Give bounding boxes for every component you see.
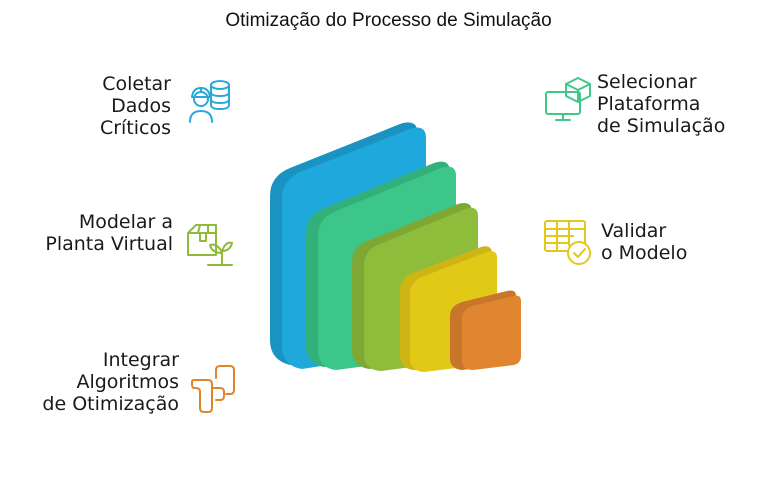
layer-orange-front — [462, 295, 521, 370]
step-label-integrate-algorithms: Integrar Algoritmos de Otimização — [42, 349, 179, 415]
diagram-title: Otimização do Processo de Simulação — [225, 10, 552, 31]
engineer-database-icon — [189, 80, 230, 123]
table-check-icon — [544, 220, 591, 265]
step-label-select-platform: Selecionar Plataforma de Simulação — [597, 71, 726, 137]
algorithm-flow-icon — [191, 365, 235, 413]
step-label-collect-data: Coletar Dados Críticos — [99, 73, 171, 139]
box-plant-icon — [187, 224, 233, 266]
step-label-validate-model: Validar o Modelo — [601, 220, 688, 264]
step-label-model-plant: Modelar a Planta Virtual — [45, 211, 173, 255]
monitor-cube-icon — [545, 77, 591, 121]
